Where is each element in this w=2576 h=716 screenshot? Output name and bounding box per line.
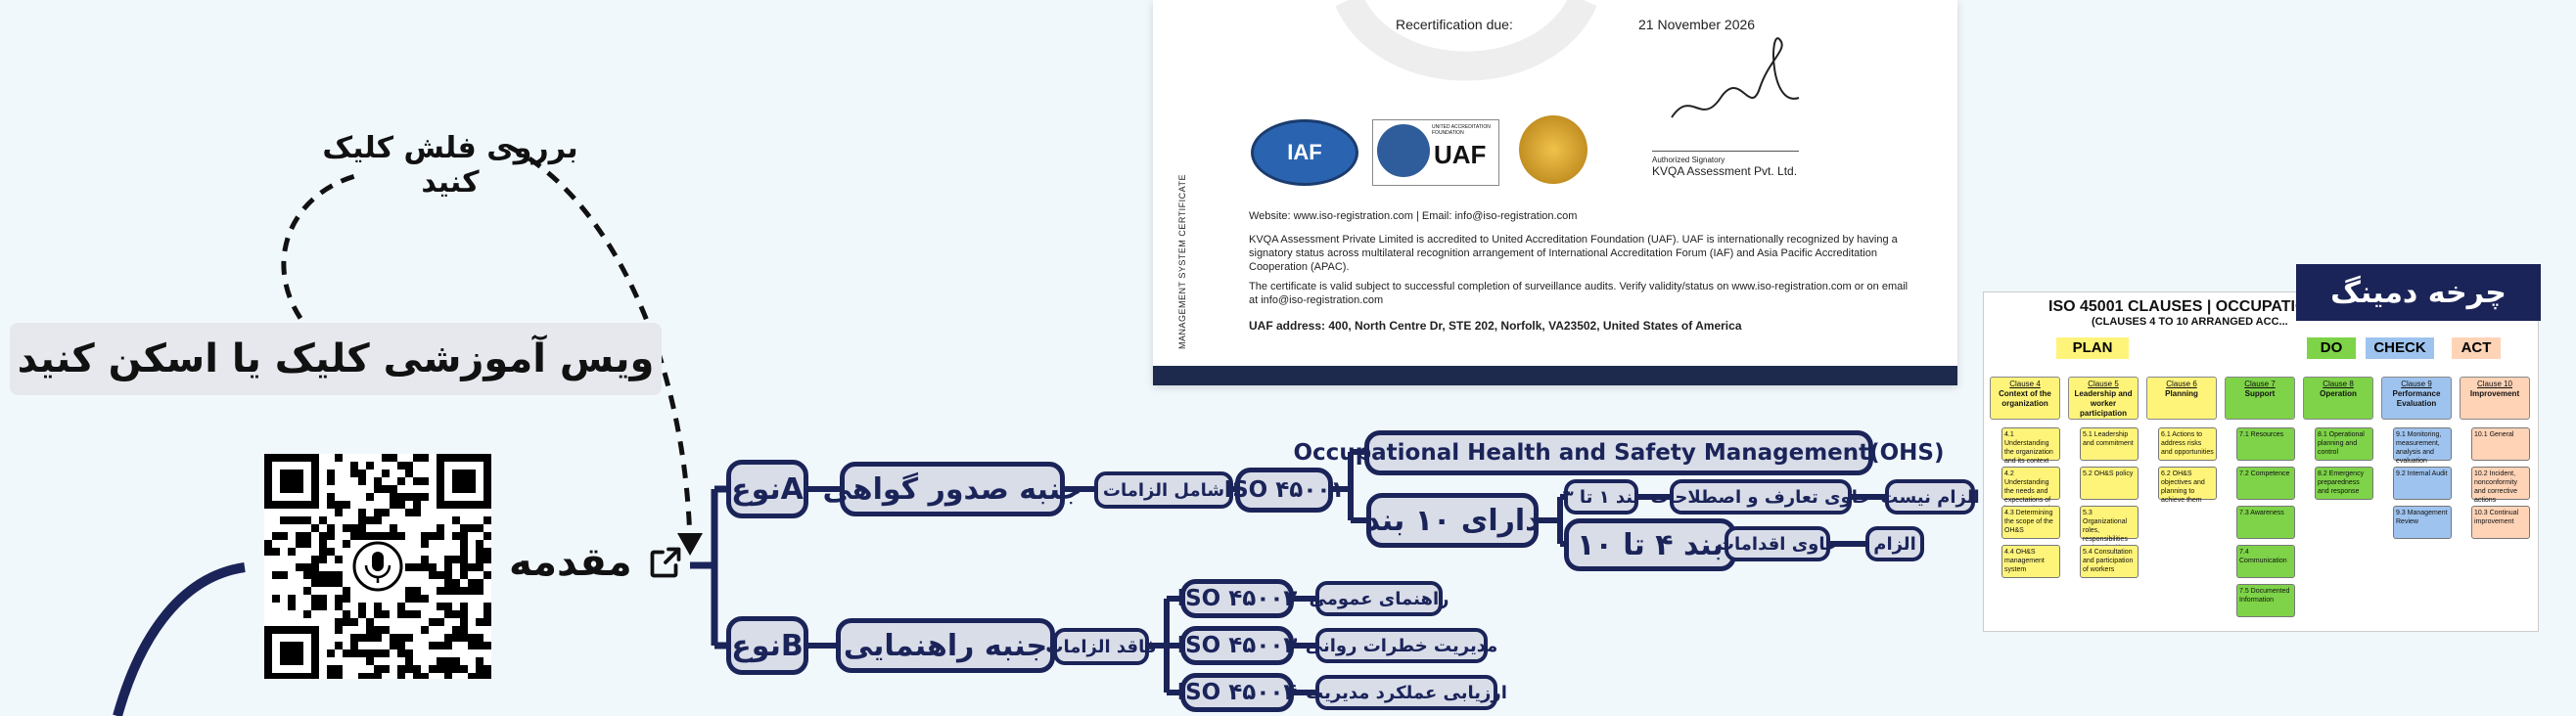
external-link-icon[interactable] [648,545,683,580]
clause-item: 7.2 Competence [2236,467,2295,500]
address-text: UAF address: 400, North Centre Dr, STE 2… [1249,319,1742,333]
includes-requirements-node[interactable]: شامل الزامات [1094,471,1233,509]
clause-item: 4.3 Determining the scope of the OH&S [2001,506,2060,539]
watermark-shape [1335,0,1597,81]
phase-act: ACT [2452,337,2501,359]
clause-item: 5.2 OH&S policy [2080,467,2139,500]
actions-node[interactable]: حاوی اقدامات [1717,526,1838,561]
certificate-image: Recertification due: 21 November 2026 MA… [1153,0,1957,385]
qr-code-image [264,454,491,681]
figure-title: ISO 45001 CLAUSES | OCCUPATIONAL [2048,298,2340,315]
type-b-node[interactable]: نوعB [726,616,808,675]
clauses-4-10-node[interactable]: بند ۴ تا ۱۰ [1564,518,1736,571]
iso45001-clauses-figure: ISO 45001 CLAUSES | OCCUPATIONAL (CLAUSE… [1983,291,2539,632]
signatory-label: Authorized Signatory [1652,151,1799,167]
clause-item: 5.1 Leadership and commitment [2080,427,2139,461]
recert-date: 21 November 2026 [1638,17,1756,32]
clause-item: 6.1 Actions to address risks and opportu… [2158,427,2217,461]
clause-item: 10.1 General [2471,427,2530,461]
clauses-1-3-node[interactable]: بند ۱ تا ۳ [1563,479,1639,515]
uaf-text: UAF [1434,140,1487,169]
clause-item: 7.4 Communication [2236,545,2295,578]
gold-seal-icon [1519,115,1587,184]
phase-do: DO [2307,337,2356,359]
clause-item: 7.5 Documented Information [2236,584,2295,617]
clause-item: 8.2 Emergency preparedness and response [2315,467,2373,500]
phase-check: CHECK [2366,337,2434,359]
clause-item: 4.4 OH&S management system [2001,545,2060,578]
intro-label: مقدمه [509,540,632,585]
clause-item: 7.1 Resources [2236,427,2295,461]
clause-item: 10.3 Continual improvement [2471,506,2530,539]
clause-item: 9.1 Monitoring, measurement, analysis an… [2393,427,2452,465]
clause-item: 5.3 Organizational roles, responsibiliti… [2080,506,2139,552]
side-text: MANAGEMENT SYSTEM CERTIFICATE [1177,173,1187,349]
hint-arrow-head [677,533,703,556]
qr-code[interactable] [264,454,491,681]
clause-item: 6.2 OH&S objectives and planning to achi… [2158,467,2217,504]
iso45001-node[interactable]: ISO ۴۵۰۰۱ [1224,468,1344,513]
website-text: Website: www.iso-registration.com | Emai… [1249,210,1578,222]
general-guide-node[interactable]: راهنمای عمومی [1310,581,1449,616]
clause-item: 9.3 Management Review [2393,506,2452,539]
cert-aspect-node[interactable]: جنبه صدور گواهی [822,462,1082,516]
accredited-text: KVQA Assessment Private Limited is accre… [1249,234,1898,273]
certificate-footer-bar [1153,366,1957,385]
lacks-requirements-node[interactable]: فاقد الزامات [1045,628,1157,665]
signature-icon [1671,37,1800,118]
deming-cycle-label: چرخه دمینگ [2296,264,2541,321]
globe-icon [1377,124,1430,177]
validity-text: The certificate is valid subject to succ… [1249,281,1909,306]
clause-item: 5.4 Consultation and participation of wo… [2080,545,2139,578]
decorative-curve [113,562,246,716]
uaf-logo: UAF UNITED ACCREDITATION FOUNDATION [1372,119,1499,186]
not-required-node[interactable]: الزام نیست [1880,479,1980,515]
audio-banner-text: ویس آموزشی کلیک یا اسکن کنید [17,336,655,381]
iso45004-node[interactable]: ISO ۴۵۰۰۴ [1177,673,1297,712]
iaf-logo: IAF [1251,119,1358,186]
clause-item: 9.2 Internal Audit [2393,467,2452,500]
guidance-aspect-node[interactable]: جنبه راهنمایی [836,618,1055,673]
type-a-node[interactable]: نوعA [726,460,808,518]
ten-clauses-node[interactable]: دارای ۱۰ بند [1364,493,1541,548]
required-node[interactable]: الزام [1865,526,1924,561]
iso45002-node[interactable]: ISO ۴۵۰۰۲ [1177,579,1297,618]
intro-node[interactable]: مقدمه [509,528,685,597]
iso45003-node[interactable]: ISO ۴۵۰۰۳ [1177,626,1297,665]
phase-plan: PLAN [2056,337,2129,359]
clause-item: 4.2 Understanding the needs and expectat… [2001,467,2060,513]
clause-item: 8.1 Operational planning and control [2315,427,2373,461]
uaf-small: UNITED ACCREDITATION FOUNDATION [1432,124,1491,136]
psych-risk-node[interactable]: مدیریت خطرات روانی [1306,628,1497,663]
performance-eval-node[interactable]: ارزیابی عملکرد مدیریت [1306,675,1507,710]
clause-item: 7.3 Awareness [2236,506,2295,539]
ohs-node[interactable]: Occupational Health and Safety Managemen… [1294,430,1945,475]
recert-label: Recertification due: [1396,17,1513,32]
audio-banner[interactable]: ویس آموزشی کلیک یا اسکن کنید [10,323,662,395]
definitions-node[interactable]: حاوی تعارف و اصطلاحات [1651,479,1870,515]
clause-item: 10.2 Incident, nonconformity and correct… [2471,467,2530,504]
signatory: KVQA Assessment Pvt. Ltd. [1652,164,1798,178]
figure-subtitle: (CLAUSES 4 TO 10 ARRANGED ACC... [2092,316,2288,328]
clause-item: 4.1 Understanding the organization and i… [2001,427,2060,465]
hint-text: برروی فلش کلیک کنید [322,131,578,200]
